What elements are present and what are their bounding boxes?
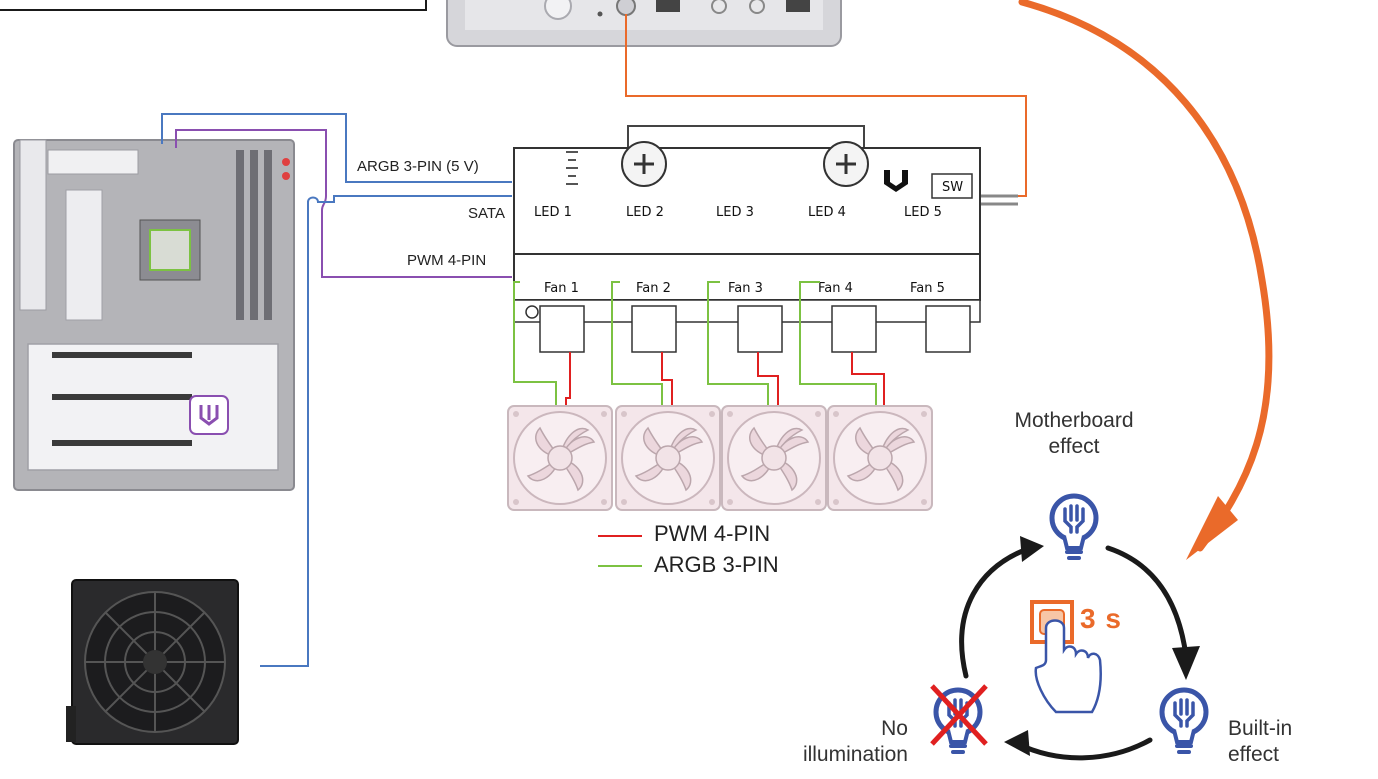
hub-led-labels: LED 1 LED 2 LED 3 LED 4 LED 5 [534, 205, 942, 220]
no-illumination-line2: illumination [802, 743, 908, 767]
fan-icon [615, 405, 721, 511]
audio-jack-icon [711, 0, 727, 14]
fan-icon [827, 405, 933, 511]
builtin-effect-bulb-icon [1162, 690, 1206, 754]
builtin-effect-line1: Built-in [1228, 717, 1293, 740]
top-panel-outline [0, 0, 427, 11]
mode-switch-arrowhead [1186, 496, 1238, 560]
motherboard-effect-line2: effect [1048, 435, 1100, 459]
fan-cables [513, 281, 885, 408]
motherboard [13, 139, 295, 491]
hand-press-icon [1034, 619, 1102, 714]
legend-pwm-label: PWM 4-PIN [654, 521, 771, 546]
led-label-2: LED 2 [626, 205, 664, 220]
builtin-effect-label: Built-in effect [1228, 716, 1328, 769]
mode-switch-arrow [1018, 0, 1273, 552]
fan-icon [721, 405, 827, 511]
power-button-icon [544, 0, 572, 20]
motherboard-effect-bulb-icon [1052, 496, 1096, 560]
orange-switch-wire [625, 14, 1027, 197]
hub-fan-labels: Fan 1 Fan 2 Fan 3 Fan 4 Fan 5 [544, 281, 945, 296]
hold-duration-label: 3 s [1080, 603, 1122, 634]
argb-wire [161, 113, 512, 183]
pwm-wire [175, 129, 512, 278]
sata-wire [260, 195, 512, 667]
mic-jack-icon [749, 0, 765, 14]
fans [507, 405, 933, 511]
builtin-effect-line2: effect [1228, 743, 1279, 767]
motherboard-effect-line1: Motherboard [1014, 409, 1134, 432]
fan-icon [507, 405, 613, 511]
pwm-connection-label: PWM 4-PIN [407, 252, 487, 269]
legend-argb-label: ARGB 3-PIN [654, 552, 779, 577]
sata-connection-label: SATA [468, 205, 505, 222]
power-supply [66, 579, 239, 745]
fan-label-4: Fan 4 [818, 281, 853, 296]
motherboard-effect-label: Motherboard effect [984, 408, 1164, 461]
disabled-cross-icon [930, 684, 988, 746]
fan-label-3: Fan 3 [728, 281, 763, 296]
hub-fan-connectors [539, 305, 971, 353]
reset-button-icon [616, 0, 636, 16]
led-label-1: LED 1 [534, 205, 572, 220]
usb-port-icon [656, 0, 680, 12]
led-label-5: LED 5 [904, 205, 942, 220]
argb-connection-label: ARGB 3-PIN (5 V) [357, 158, 479, 175]
usb-port-icon [786, 0, 810, 12]
led-label-3: LED 3 [716, 205, 754, 220]
case-front-io [446, 0, 842, 47]
no-illumination-line1: No [881, 717, 908, 740]
fan-label-2: Fan 2 [636, 281, 671, 296]
hub-logo-icon [884, 170, 908, 192]
led-label-4: LED 4 [808, 205, 846, 220]
fan-label-1: Fan 1 [544, 281, 579, 296]
hub-switch [931, 173, 973, 199]
mode-cycle [959, 536, 1200, 761]
no-illumination-label: No illumination [758, 716, 908, 769]
fan-label-5: Fan 5 [910, 281, 945, 296]
switch-label: SW [942, 180, 963, 195]
